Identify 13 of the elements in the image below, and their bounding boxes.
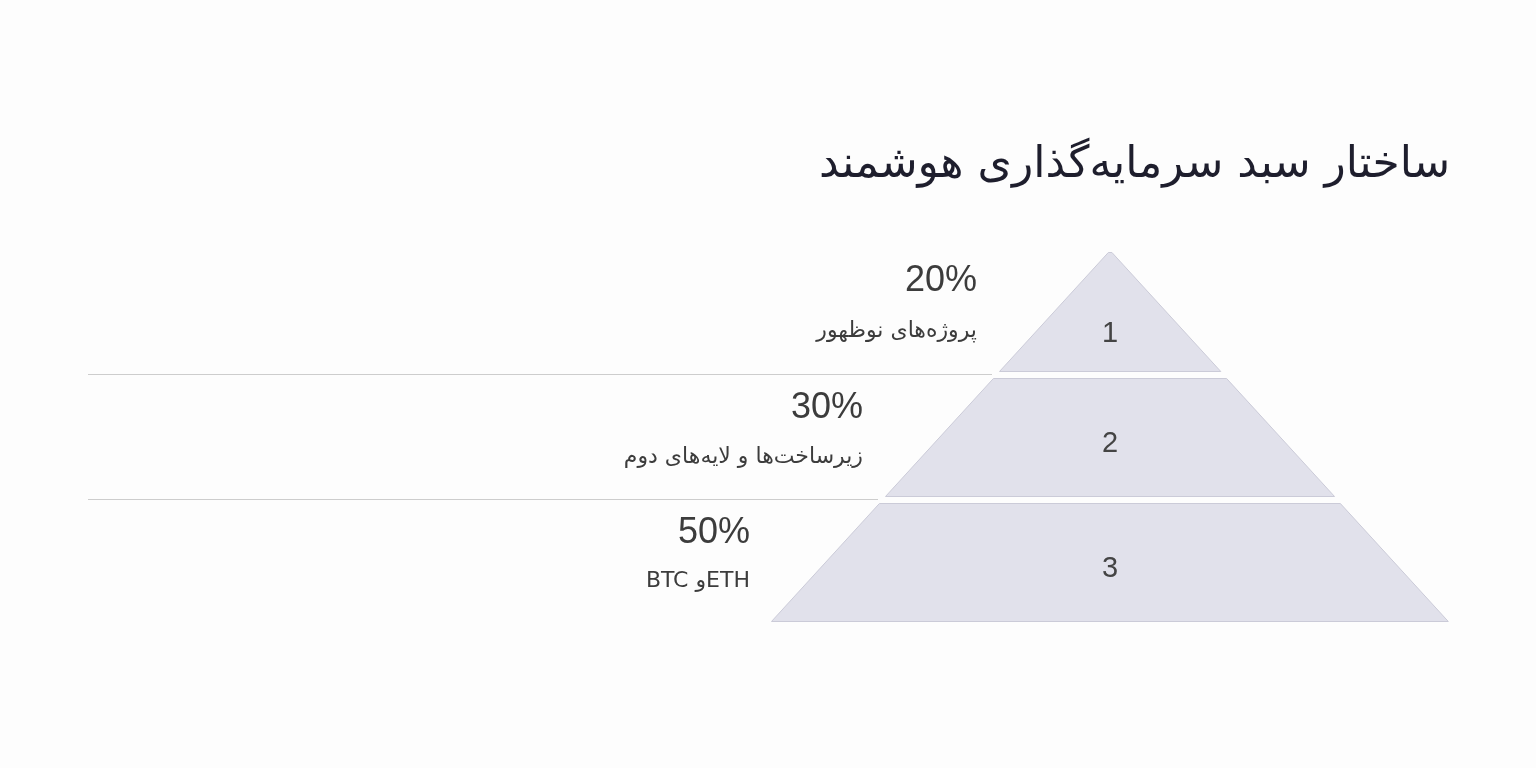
title: ساختار سبد سرمایه‌گذاری هوشمند bbox=[818, 136, 1450, 189]
tier-label: زیرساخت‌ها و لایه‌های دوم bbox=[623, 442, 863, 470]
percentage: 50% bbox=[677, 511, 750, 551]
tier-number: 1 bbox=[1101, 317, 1119, 349]
percentage: 30% bbox=[790, 386, 863, 426]
tier-number: 3 bbox=[1101, 552, 1119, 584]
pyramid-tier bbox=[771, 503, 1449, 622]
pyramid-tier bbox=[884, 378, 1335, 497]
tier-label: ETHو BTC bbox=[645, 566, 750, 594]
tier-number: 2 bbox=[1101, 427, 1119, 459]
tier-label: پروژه‌های نوظهور bbox=[816, 316, 977, 345]
percentage: 20% bbox=[904, 259, 977, 299]
pyramid-tier bbox=[998, 252, 1222, 372]
